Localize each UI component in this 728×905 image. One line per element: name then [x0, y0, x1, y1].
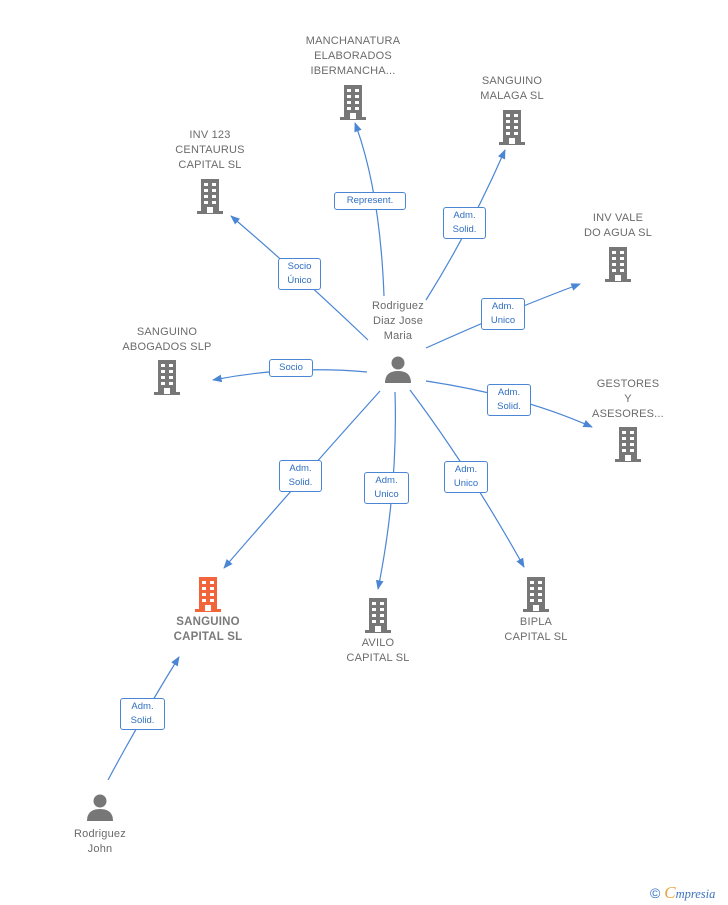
company-node-sanguino-abogados[interactable]: SANGUINO ABOGADOS SLP: [110, 325, 224, 397]
building-icon: [154, 360, 180, 395]
building-icon: [365, 598, 391, 633]
person-label: Rodriguez John: [74, 828, 126, 855]
company-label: GESTORES Y ASESORES...: [592, 378, 664, 420]
company-label: MANCHANATURA ELABORADOS IBERMANCHA...: [305, 35, 401, 77]
person-label: Rodriguez Diaz Jose Maria: [372, 300, 424, 342]
brand-name: mpresia: [675, 887, 716, 901]
brand-logo: © Cmpresia: [650, 883, 715, 903]
building-icon: [340, 85, 366, 120]
building-icon: [499, 110, 525, 145]
edge-label-adm-solid-john: Adm. Solid.: [120, 698, 165, 730]
company-node-inv123[interactable]: INV 123 CENTAURUS CAPITAL SL: [160, 128, 260, 216]
company-node-sanguino-capital[interactable]: SANGUINO CAPITAL SL: [156, 576, 260, 646]
edge-label-adm-unico-avilo: Adm. Unico: [364, 472, 409, 504]
brand-e: C: [664, 883, 676, 902]
company-label: INV VALE DO AGUA SL: [583, 212, 653, 239]
building-icon: [605, 247, 631, 282]
edge-label-adm-solid-malaga: Adm. Solid.: [443, 207, 486, 239]
person-icon: [87, 794, 113, 821]
person-node-rodriguez-diaz[interactable]: Rodriguez Diaz Jose Maria: [350, 299, 446, 387]
company-node-manchanatura[interactable]: MANCHANATURA ELABORADOS IBERMANCHA...: [290, 34, 416, 124]
company-label: SANGUINO MALAGA SL: [480, 75, 544, 102]
building-icon: [523, 577, 549, 612]
building-icon: [195, 577, 221, 612]
copyright-icon: ©: [650, 885, 661, 901]
company-node-sanguino-malaga[interactable]: SANGUINO MALAGA SL: [466, 74, 558, 150]
building-icon: [615, 427, 641, 462]
edge-label-adm-unico-vale: Adm. Unico: [481, 298, 525, 330]
edge-label-adm-solid-gestores: Adm. Solid.: [487, 384, 531, 416]
company-node-gestores[interactable]: GESTORES Y ASESORES...: [580, 377, 676, 465]
person-icon: [385, 356, 411, 383]
edge-label-represent: Represent.: [334, 192, 406, 210]
company-node-avilo[interactable]: AVILO CAPITAL SL: [330, 597, 426, 667]
building-icon: [197, 179, 223, 214]
company-label: AVILO CAPITAL SL: [346, 637, 410, 664]
edge-label-socio: Socio: [269, 359, 313, 377]
person-node-rodriguez-john[interactable]: Rodriguez John: [56, 793, 144, 859]
company-label: SANGUINO ABOGADOS SLP: [122, 326, 212, 353]
edge-label-adm-unico-bipla: Adm. Unico: [444, 461, 488, 493]
company-label: SANGUINO CAPITAL SL: [173, 616, 243, 643]
company-label: BIPLA CAPITAL SL: [504, 616, 568, 643]
edge-label-adm-solid-capital: Adm. Solid.: [279, 460, 322, 492]
company-node-bipla[interactable]: BIPLA CAPITAL SL: [488, 576, 584, 646]
company-label: INV 123 CENTAURUS CAPITAL SL: [175, 129, 245, 171]
company-node-inv-vale[interactable]: INV VALE DO AGUA SL: [566, 211, 670, 285]
edge-label-socio-unico: Socio Único: [278, 258, 321, 290]
